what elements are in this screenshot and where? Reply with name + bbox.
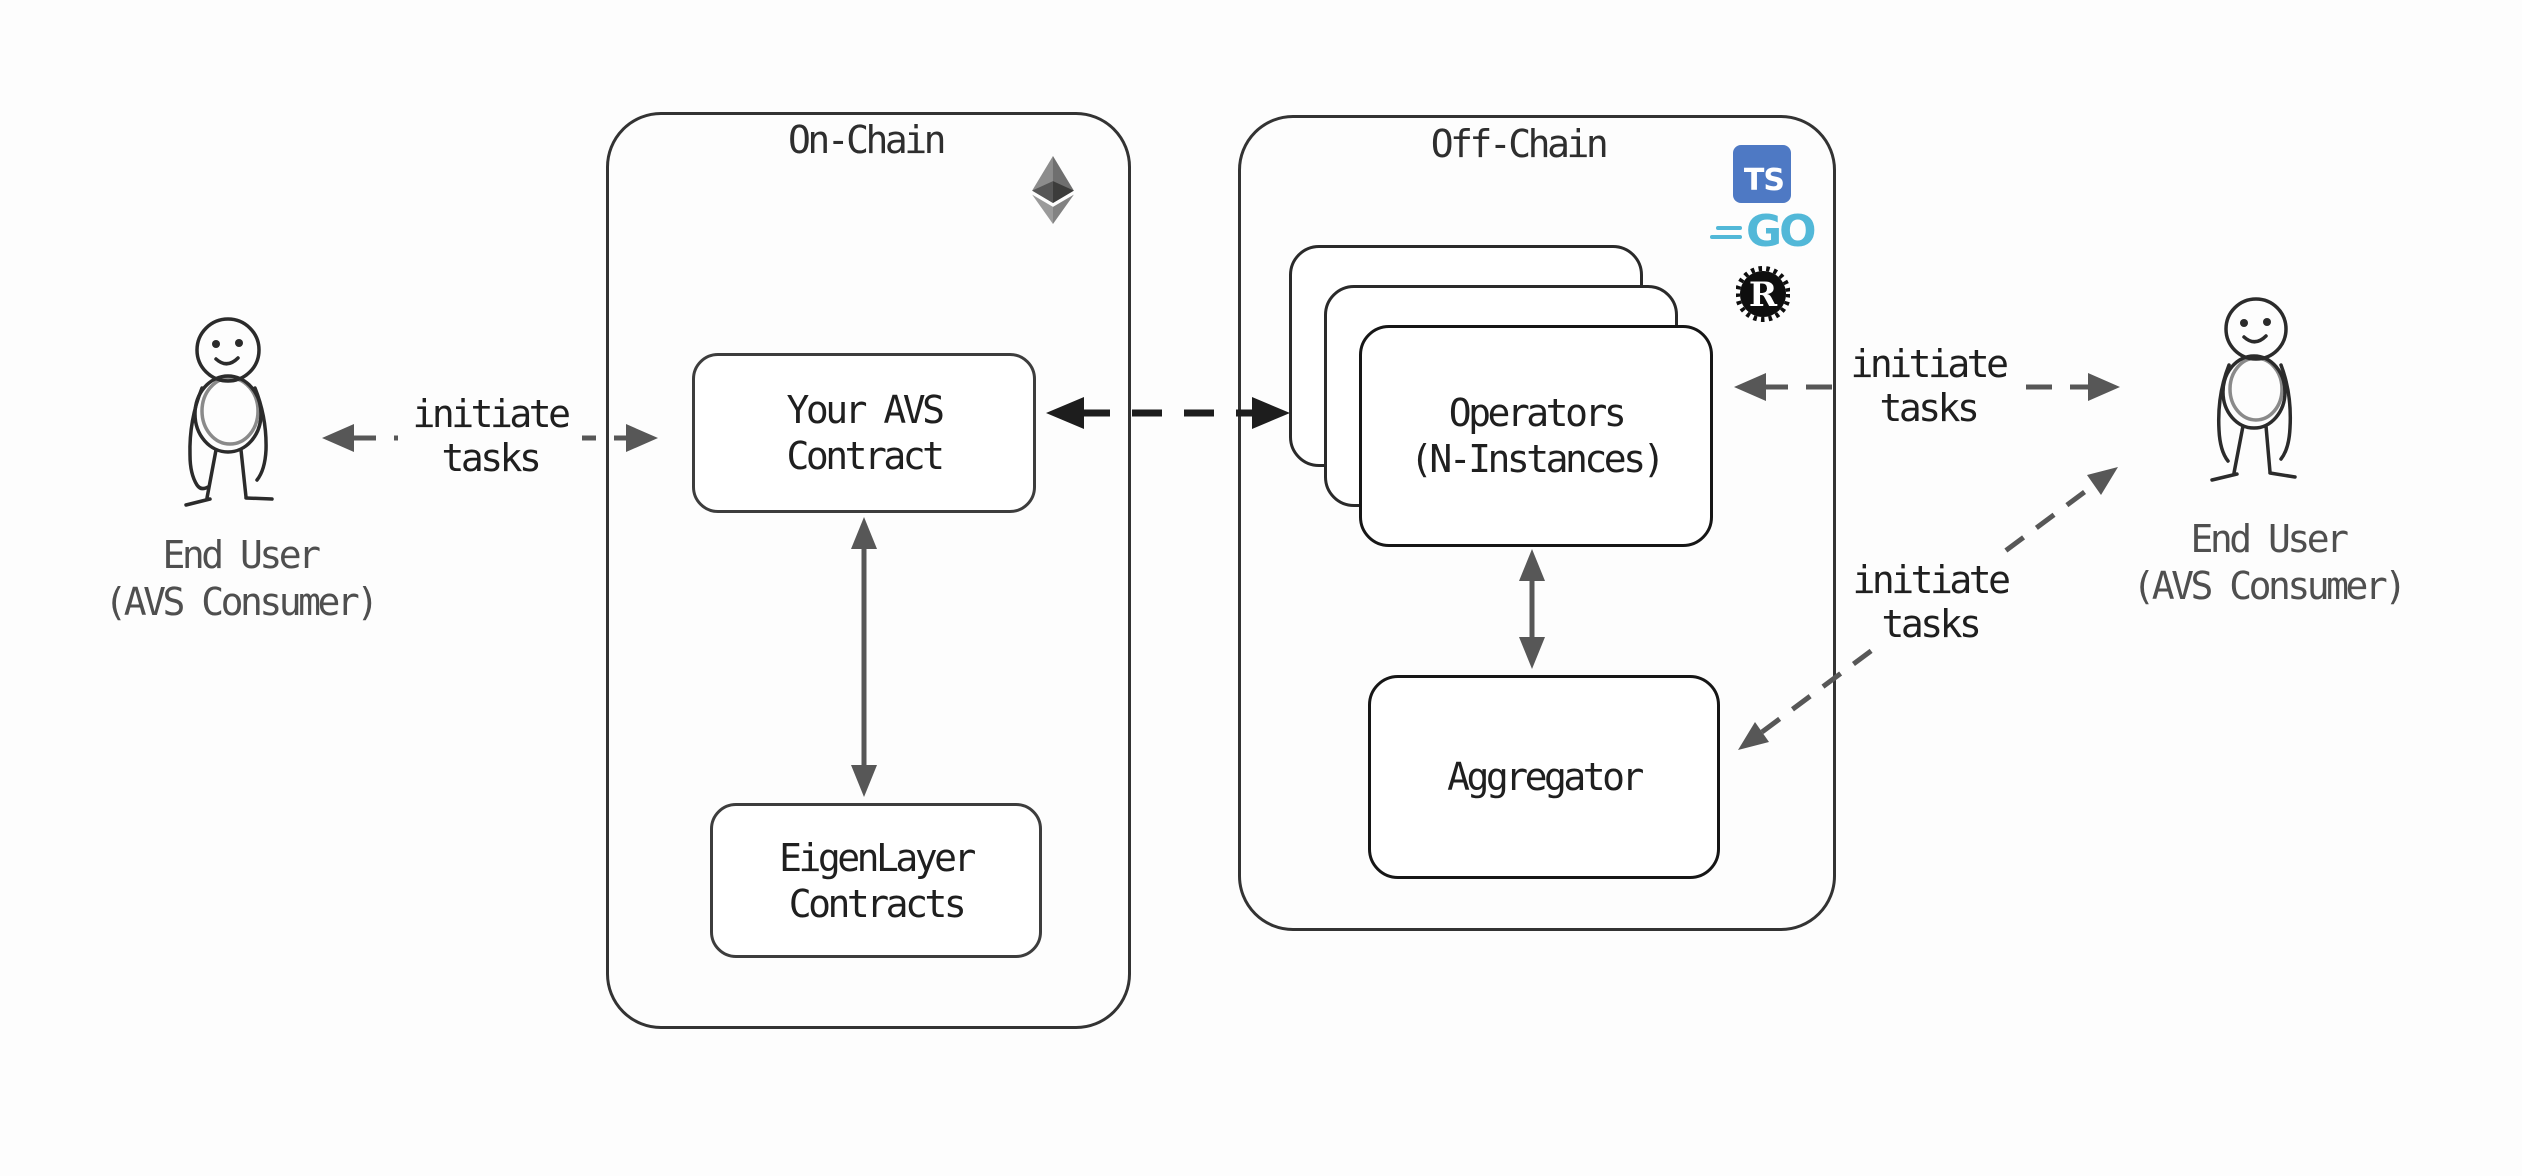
left-user-name: End User (AVS Consumer): [80, 532, 400, 626]
avs-contract-label-line2: Contract: [786, 434, 945, 478]
avs-contract-label-line1: Your AVS: [786, 388, 945, 432]
aggregator-label: Aggregator: [1447, 755, 1644, 799]
edge-label-left-initiate-tasks: initiate tasks: [398, 392, 582, 480]
go-icon-speedlines: [1710, 225, 1742, 239]
eigenlayer-label-line1: EigenLayer: [779, 835, 976, 880]
aggregator-box: Aggregator: [1368, 675, 1720, 879]
ethereum-icon: [1032, 156, 1074, 228]
edge-label-left-line1: initiate: [412, 392, 571, 436]
eigenlayer-label-line2: Contracts: [788, 881, 967, 926]
ethereum-icon-svg: [1032, 156, 1074, 224]
rust-icon: R: [1735, 265, 1791, 323]
left-user-name-line1: End User: [162, 533, 321, 577]
left-user-name-line2: (AVS Consumer): [104, 580, 379, 624]
avs-contract-box: Your AVS Contract: [692, 353, 1036, 513]
right-user-name: End User (AVS Consumer): [2108, 516, 2428, 610]
edge-label-diagonal-initiate-tasks: initiate tasks: [1838, 558, 2022, 646]
operators-label-line2: (N-Instances): [1410, 437, 1665, 481]
left-user-figure: [184, 317, 274, 507]
edge-label-right-line1: initiate: [1850, 342, 2009, 386]
operators-label-line1: Operators: [1448, 391, 1627, 435]
edge-label-right-initiate-tasks: initiate tasks: [1836, 342, 2020, 430]
onchain-title: On-Chain: [787, 118, 947, 162]
right-user-name-line2: (AVS Consumer): [2132, 564, 2407, 608]
go-icon: GO: [1710, 206, 1817, 257]
edge-label-diag-line1: initiate: [1852, 558, 2011, 602]
typescript-icon: TS: [1733, 145, 1791, 203]
right-user-figure: [2210, 297, 2297, 482]
right-user-name-line1: End User: [2190, 517, 2349, 561]
operators-box: Operators (N-Instances): [1359, 325, 1713, 547]
rust-icon-letter: R: [1749, 275, 1778, 315]
offchain-title: Off-Chain: [1430, 122, 1609, 166]
typescript-icon-label: TS: [1743, 163, 1785, 198]
rust-icon-svg: R: [1735, 266, 1791, 322]
edge-label-right-line2: tasks: [1879, 386, 1980, 430]
edge-label-diag-line2: tasks: [1881, 602, 1982, 646]
go-icon-label: GO: [1746, 206, 1817, 257]
eigenlayer-contracts-box: EigenLayer Contracts: [710, 803, 1042, 958]
edge-label-left-line2: tasks: [441, 436, 542, 480]
onchain-container: [606, 112, 1131, 1029]
